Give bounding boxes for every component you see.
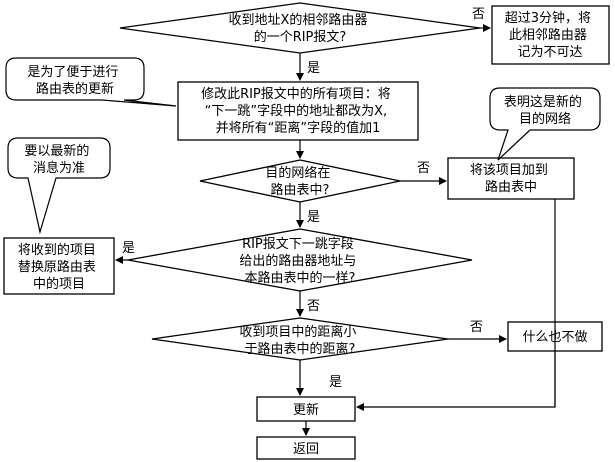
edge-d3-no-label: 否: [307, 299, 320, 314]
replace-entry-box: [3, 237, 115, 295]
decision-neighbor-rip: [119, 2, 481, 54]
callout-update-purpose: [5, 57, 177, 107]
callout-new-network: [489, 87, 601, 161]
mark-unreachable-box: [491, 5, 610, 65]
add-to-table-label: 将该项目加到 路由表中: [470, 163, 552, 195]
update-label: 更新: [293, 402, 319, 418]
add-to-table-box: [447, 157, 575, 200]
edge-d1-yes-label: 是: [307, 61, 320, 76]
update-box: [256, 396, 356, 422]
edge-d3-yes-label: 是: [122, 241, 135, 256]
mark-unreachable-label: 超过3分钟，将 此相邻路由器 记为不可达: [505, 10, 595, 60]
callout-new-network-label: 表明这是新的 目的网络: [504, 94, 586, 127]
edge-d4-no-label: 否: [470, 320, 483, 335]
callout-update-purpose-label: 是为了便于进行 路由表的更新: [27, 65, 122, 97]
decision-smaller-distance-label: 收到项目中的距离小 于路由表中的距离?: [239, 324, 360, 357]
edge-d4-yes-label: 是: [329, 375, 342, 390]
decision-same-next-hop-label: RIP报文下一跳字段 给出的路由器地址与 本路由表中的一样?: [239, 237, 360, 286]
edge-d2-yes-label: 是: [307, 210, 320, 225]
edge-add-merge: [356, 199, 556, 411]
edge-d2-no-label: 否: [417, 161, 430, 176]
return-label: 返回: [293, 442, 319, 457]
callout-latest-message-label: 要以最新的 消息为准: [24, 143, 93, 176]
decision-neighbor-rip-label: 收到地址X的相邻路由器 的一个RIP报文?: [228, 12, 371, 45]
modify-entries-label: 修改此RIP报文中的所有项目：将 “下一跳”字段中的地址都改为X, 并将所有“距…: [201, 86, 395, 136]
callout-latest-message: [7, 137, 111, 235]
return-box: [256, 436, 356, 460]
edge-d1-no-label: 否: [472, 7, 485, 22]
decision-in-table-label: 目的网络在 路由表中?: [265, 165, 334, 198]
modify-entries-box: [177, 81, 419, 141]
replace-entry-label: 将收到的项目 替换原路由表 中的项目: [18, 242, 100, 292]
